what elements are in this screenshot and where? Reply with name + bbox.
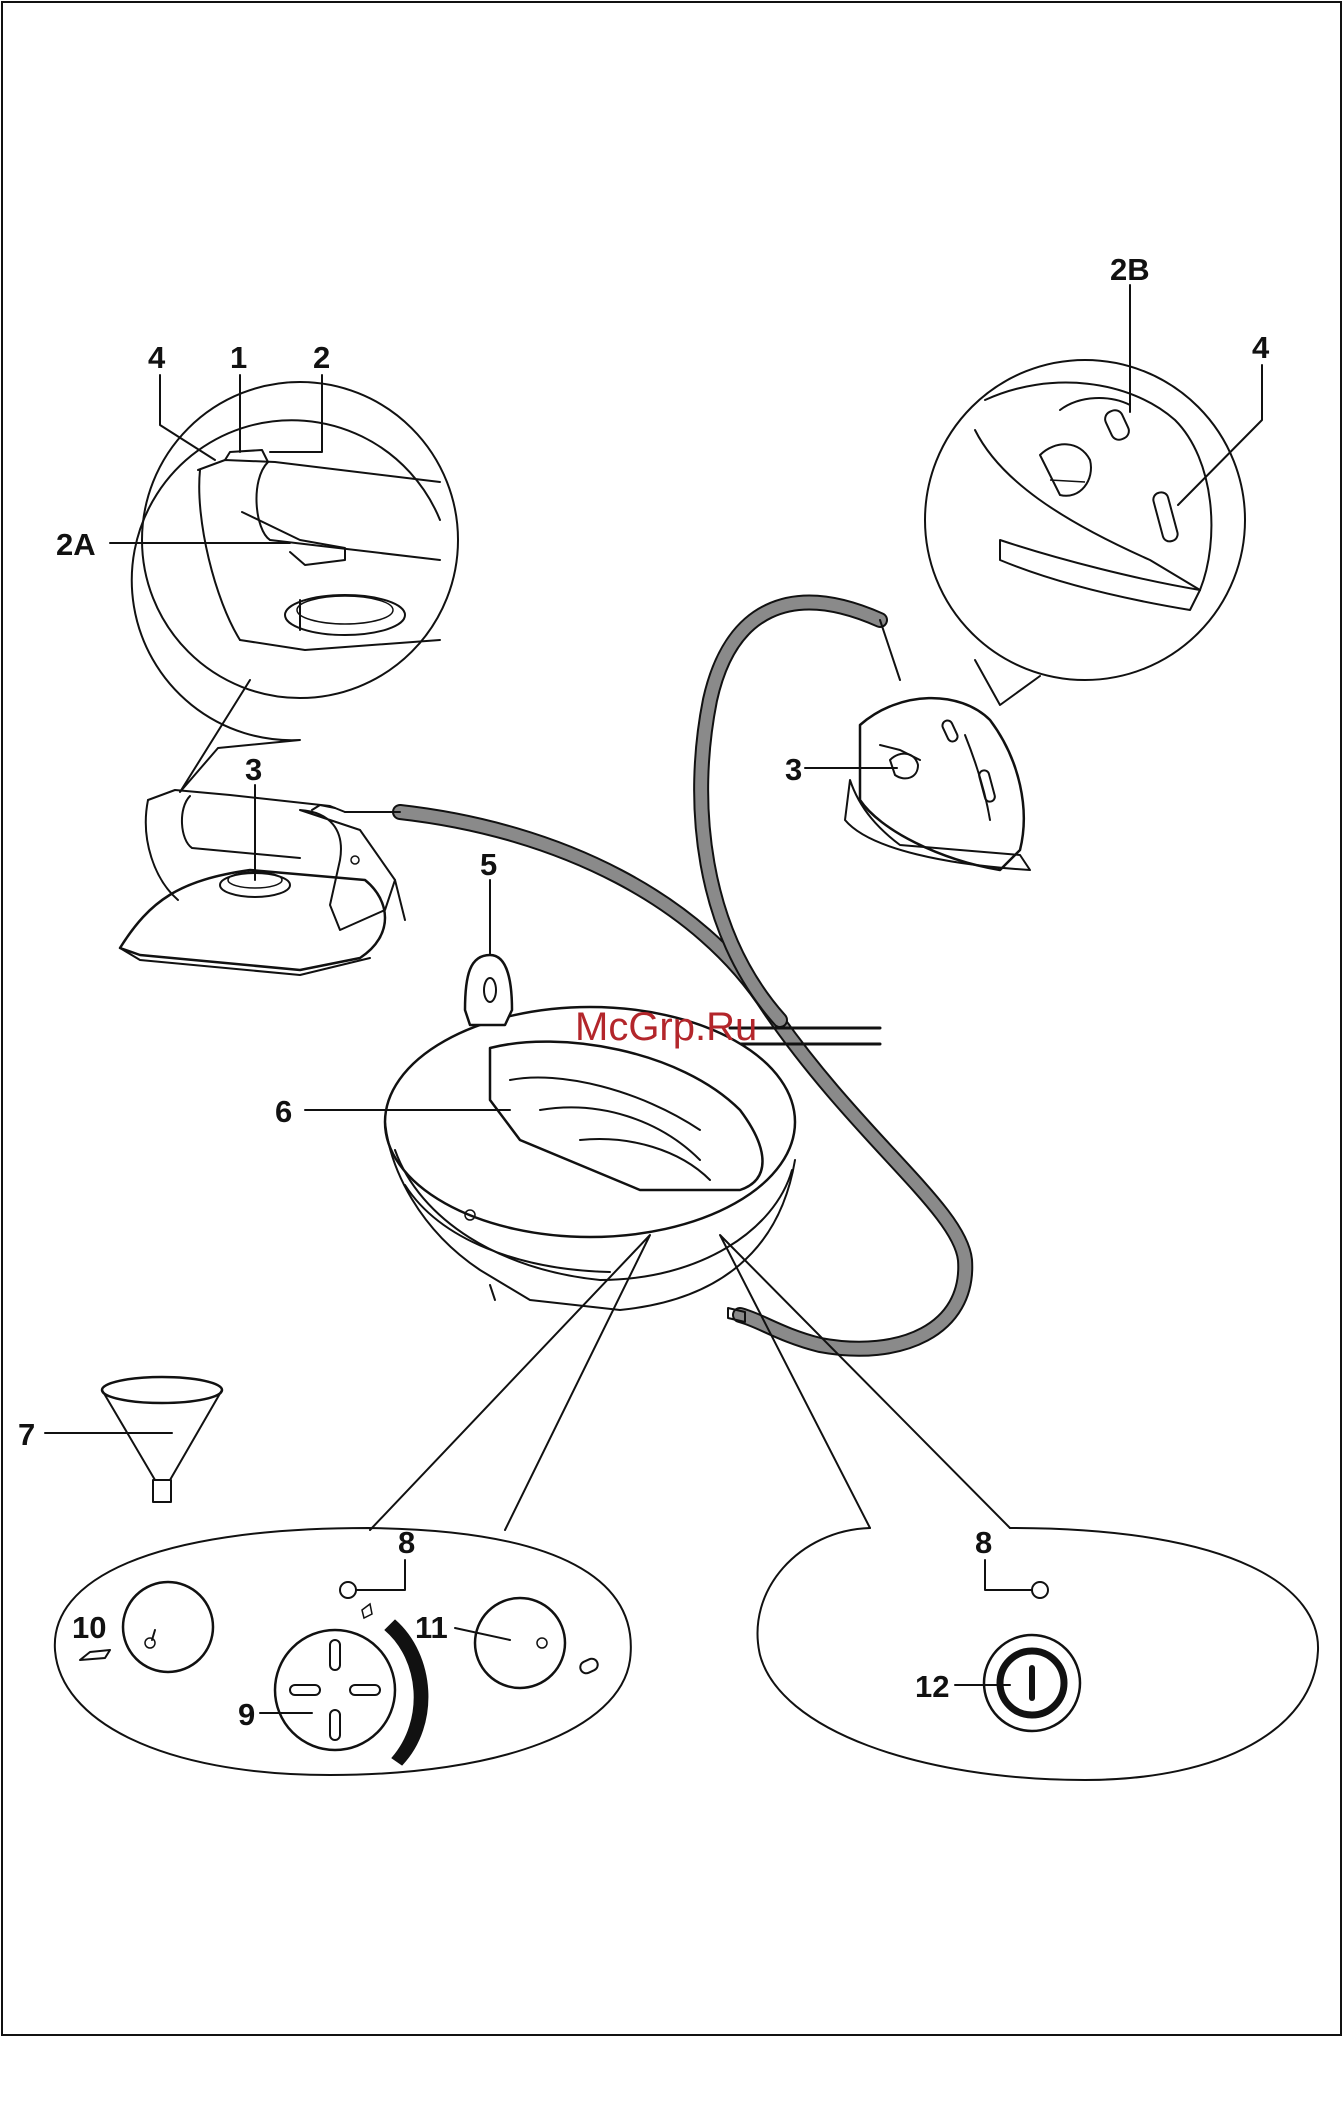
label-4-left: 4 xyxy=(148,340,166,375)
leader-lines xyxy=(45,285,1262,1713)
label-6: 6 xyxy=(275,1094,292,1129)
label-9: 9 xyxy=(238,1697,255,1732)
label-11: 11 xyxy=(415,1610,448,1645)
control-panel-right xyxy=(720,1235,1318,1780)
label-8-left: 8 xyxy=(398,1525,415,1560)
label-10: 10 xyxy=(72,1610,106,1645)
label-3-left: 3 xyxy=(245,752,262,787)
iron-front-detail-callout xyxy=(925,360,1245,705)
control-panel-left xyxy=(55,1235,650,1775)
iron-left xyxy=(120,790,405,975)
funnel xyxy=(102,1377,222,1502)
label-4-right: 4 xyxy=(1252,330,1270,365)
label-1: 1 xyxy=(230,340,247,375)
label-8-right: 8 xyxy=(975,1525,992,1560)
label-2b: 2B xyxy=(1110,252,1150,287)
label-7: 7 xyxy=(18,1417,35,1452)
handle-detail-callout xyxy=(132,382,458,792)
label-2: 2 xyxy=(313,340,330,375)
label-2a: 2A xyxy=(56,527,96,562)
label-3-right: 3 xyxy=(785,752,802,787)
label-12: 12 xyxy=(915,1669,949,1704)
part-labels: 4 1 2 2A 3 5 6 7 8 10 9 11 2B 4 3 8 12 xyxy=(18,252,1270,1732)
watermark: McGrp.Ru xyxy=(575,1005,757,1049)
label-5: 5 xyxy=(480,847,497,882)
